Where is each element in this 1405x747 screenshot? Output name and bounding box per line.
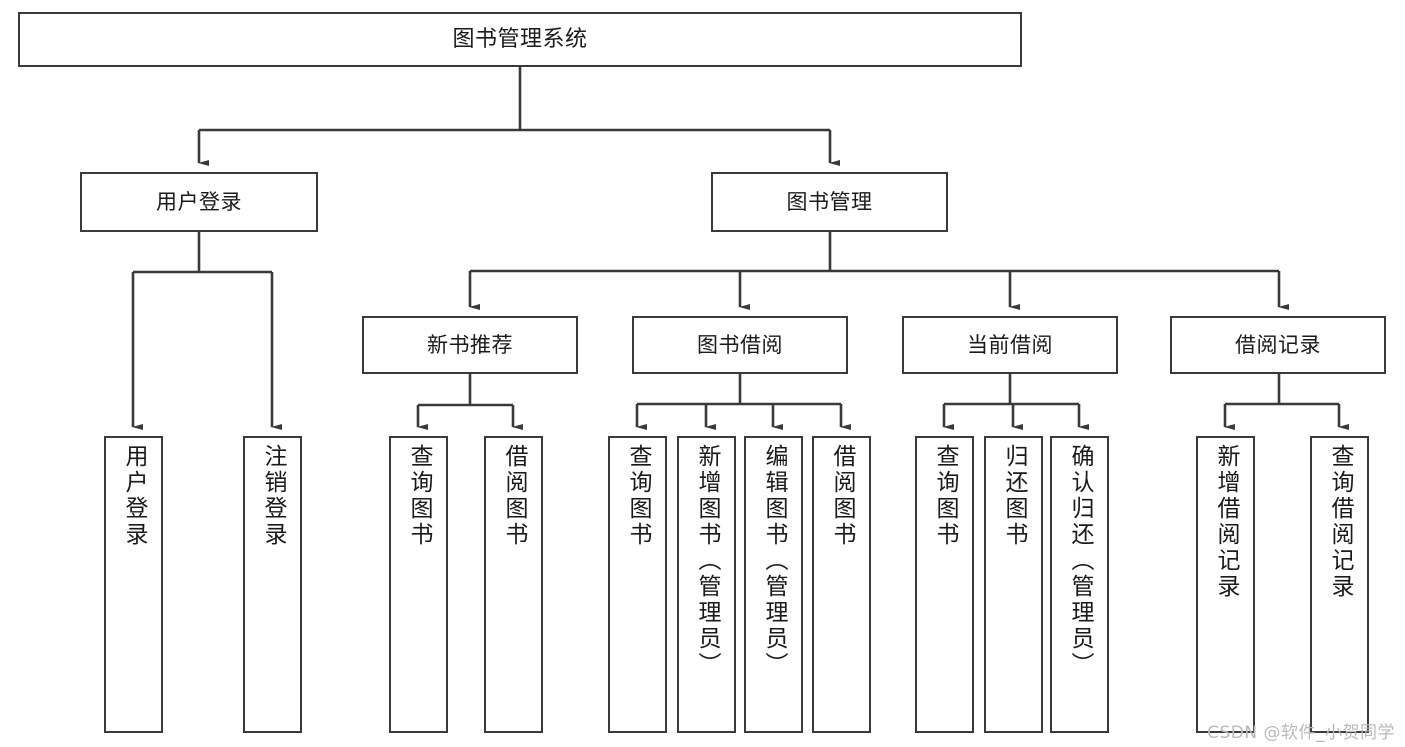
node-borrow-record[interactable]: 借阅记录 — [1170, 316, 1386, 374]
node-label: 归还图书 — [1001, 444, 1027, 548]
node-label: 新书推荐 — [427, 332, 513, 357]
node-label: 图书管理系统 — [452, 26, 588, 52]
leaf-borrow-edit-book[interactable]: 编辑图书（管理员） — [744, 436, 803, 733]
node-label: 查询借阅记录 — [1327, 444, 1353, 600]
node-label: 图书管理 — [786, 189, 873, 214]
node-label: 当前借阅 — [967, 332, 1053, 357]
leaf-current-confirm-return[interactable]: 确认归还（管理员） — [1050, 436, 1109, 733]
leaf-user-login-signin[interactable]: 用户登录 — [104, 436, 163, 733]
node-book-borrow[interactable]: 图书借阅 — [632, 316, 848, 374]
leaf-current-query-book[interactable]: 查询图书 — [915, 436, 974, 733]
leaf-borrow-query-book[interactable]: 查询图书 — [608, 436, 667, 733]
leaf-borrow-borrow-book[interactable]: 借阅图书 — [812, 436, 871, 733]
node-user-login[interactable]: 用户登录 — [80, 172, 318, 232]
node-label: 查询图书 — [932, 444, 958, 548]
leaf-user-login-signout[interactable]: 注销登录 — [243, 436, 302, 733]
node-label: 确认归还（管理员） — [1067, 444, 1093, 678]
node-label: 借阅记录 — [1235, 332, 1321, 357]
leaf-new-book-borrow[interactable]: 借阅图书 — [484, 436, 543, 733]
node-current-borrow[interactable]: 当前借阅 — [902, 316, 1118, 374]
leaf-new-book-query[interactable]: 查询图书 — [389, 436, 448, 733]
node-new-book-recommend[interactable]: 新书推荐 — [362, 316, 578, 374]
node-label: 用户登录 — [156, 189, 242, 214]
leaf-record-add[interactable]: 新增借阅记录 — [1196, 436, 1255, 733]
leaf-record-query[interactable]: 查询借阅记录 — [1310, 436, 1369, 733]
leaf-current-return-book[interactable]: 归还图书 — [984, 436, 1043, 733]
node-label: 新增图书（管理员） — [694, 444, 720, 678]
node-label: 注销登录 — [260, 444, 286, 548]
node-label: 新增借阅记录 — [1213, 444, 1239, 600]
node-label: 图书借阅 — [697, 332, 783, 357]
node-label: 借阅图书 — [829, 444, 855, 548]
node-label: 查询图书 — [625, 444, 651, 548]
node-root-system[interactable]: 图书管理系统 — [18, 12, 1022, 67]
node-label: 查询图书 — [406, 444, 432, 548]
leaf-borrow-add-book[interactable]: 新增图书（管理员） — [677, 436, 736, 733]
node-label: 借阅图书 — [501, 444, 527, 548]
node-label: 用户登录 — [121, 444, 147, 548]
node-book-management[interactable]: 图书管理 — [711, 172, 948, 232]
node-label: 编辑图书（管理员） — [761, 444, 787, 678]
